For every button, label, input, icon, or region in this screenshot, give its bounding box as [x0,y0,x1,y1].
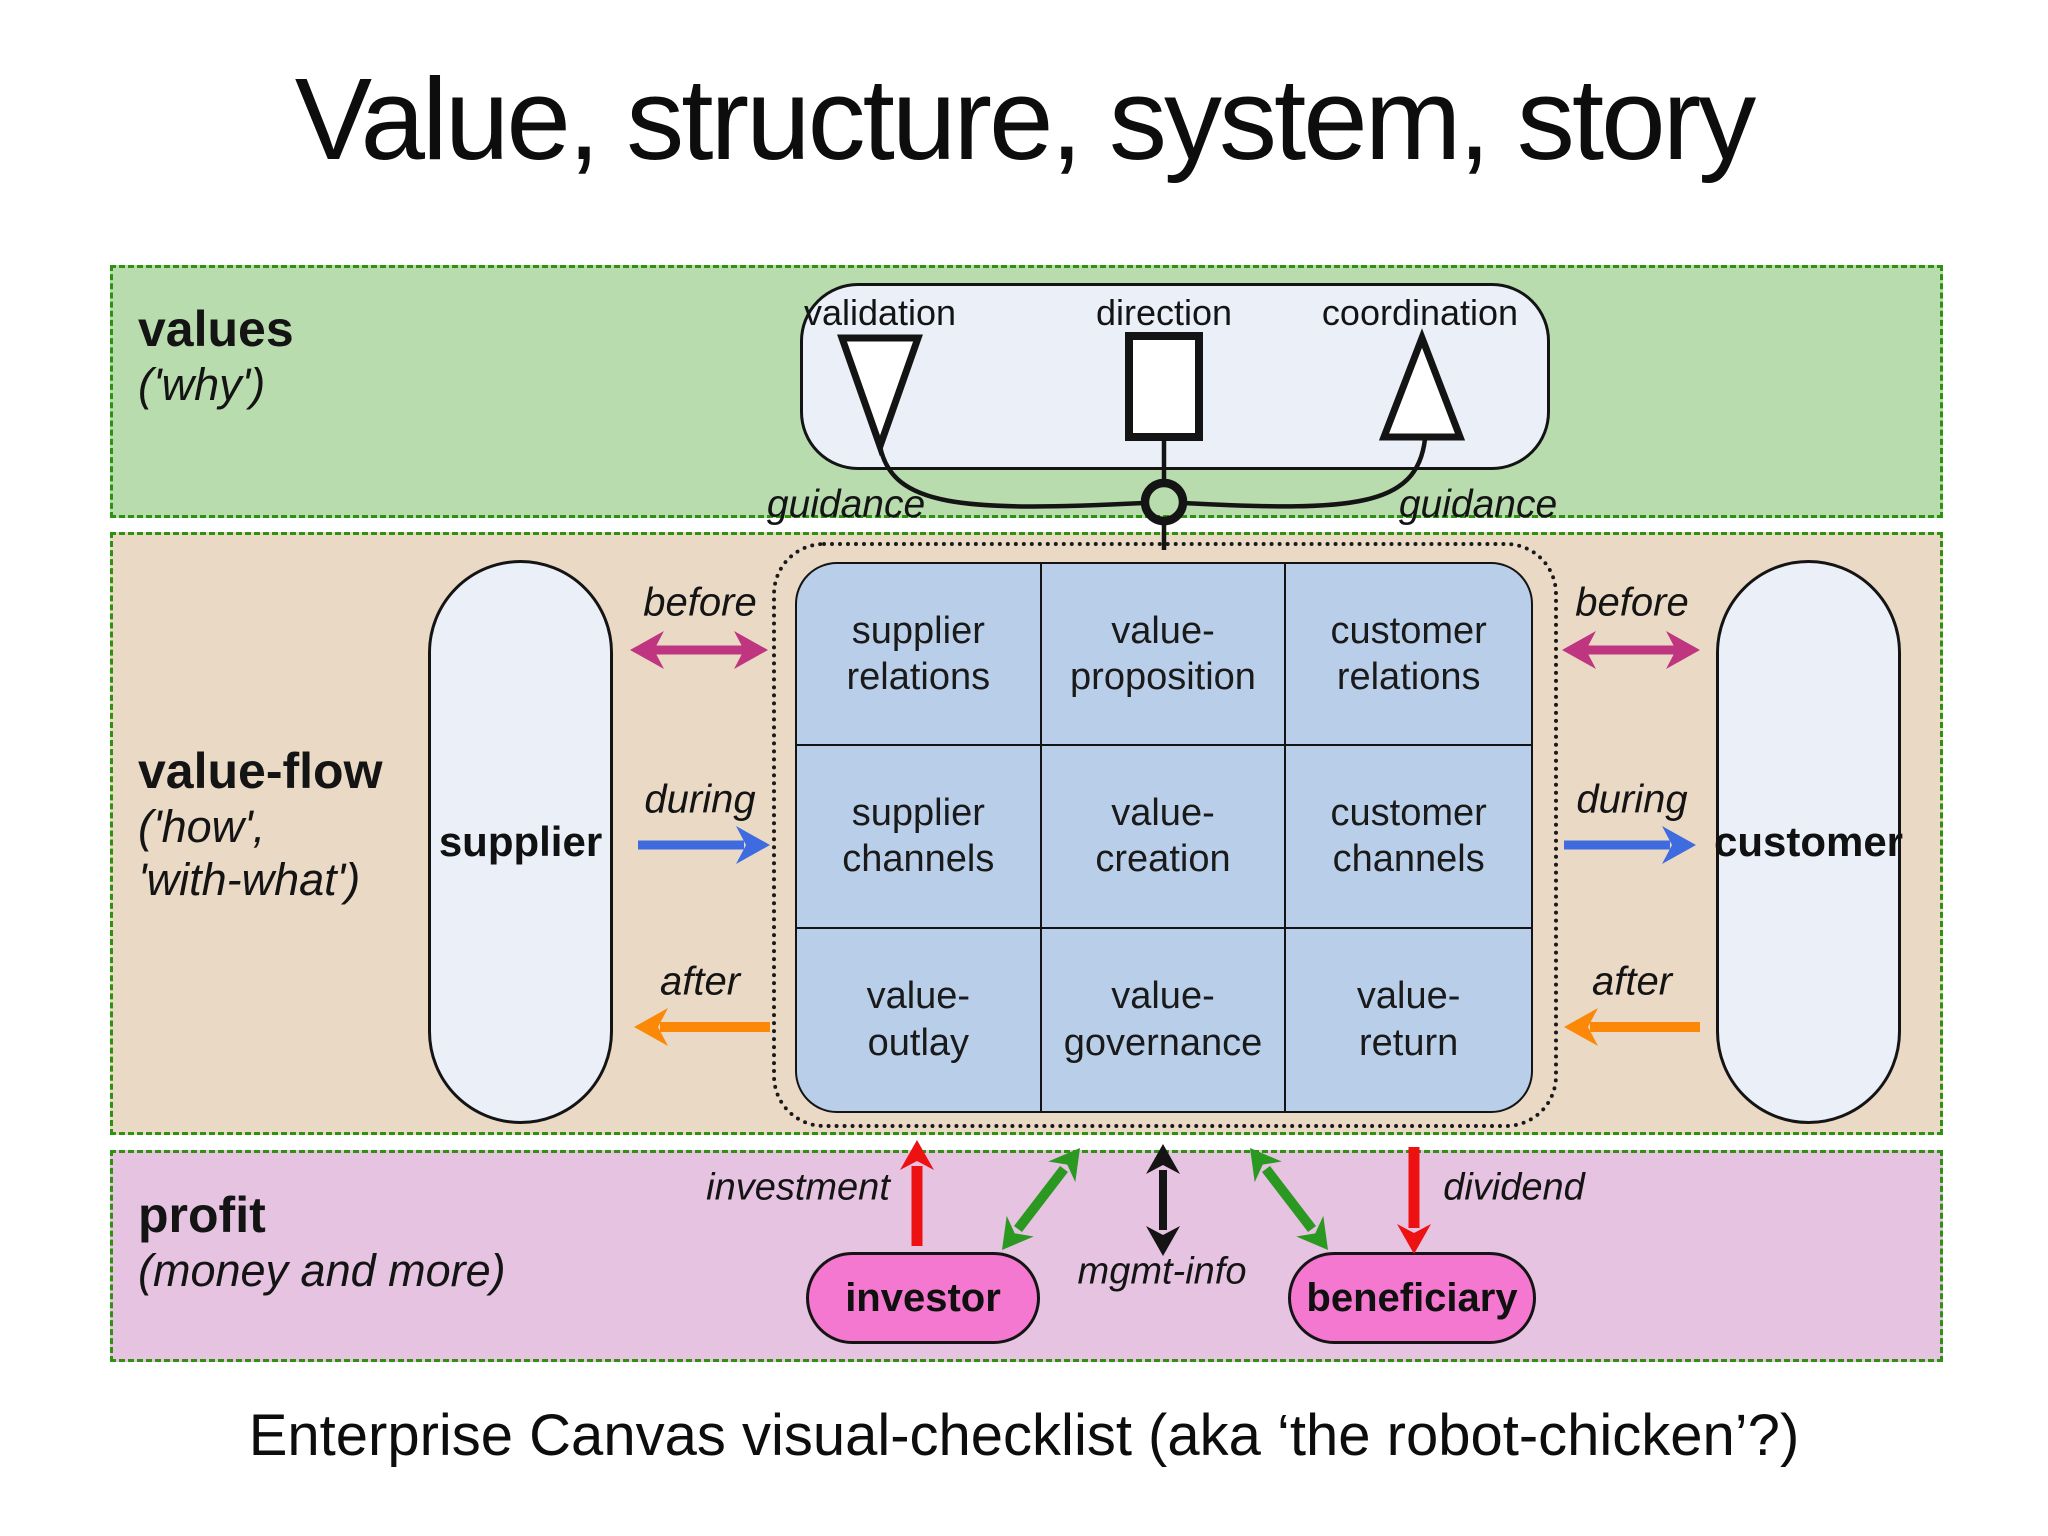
value-flow-band-subtitle-2: 'with-what') [138,854,361,906]
cell-value-governance: value- governance [1042,928,1287,1111]
beneficiary-label: beneficiary [1306,1275,1518,1320]
supplier-box: supplier [428,560,613,1124]
cell-supplier-relations: supplier relations [797,564,1042,747]
coordination-label: coordination [1321,292,1519,333]
during-label-right: during [1576,777,1688,822]
supplier-label: supplier [438,818,603,865]
investor-box: investor [806,1252,1040,1344]
canvas-grid: supplier relations value- proposition cu… [795,562,1533,1113]
cell-value-return: value- return [1356,975,1461,1064]
values-band-title: values [138,301,294,357]
profit-band-title: profit [138,1187,266,1243]
cell-value-outlay: value- outlay [797,928,1042,1111]
cell-customer-channels: customer channels [1286,746,1531,929]
after-label-left: after [659,959,741,1004]
value-flow-band-heading: value-flow ('how', 'with-what') [138,742,382,906]
before-label-right: before [1575,580,1689,625]
guidance-label-right: guidance [1398,483,1558,526]
investment-label: investment [706,1166,890,1209]
slide-caption: Enterprise Canvas visual-checklist (aka … [248,1403,1800,1468]
beneficiary-box: beneficiary [1288,1252,1536,1344]
cell-value-creation: value- creation [1041,746,1287,929]
dividend-label: dividend [1443,1166,1585,1209]
direction-label: direction [1095,292,1233,333]
mgmt-info-label: mgmt-info [1077,1250,1247,1293]
cell-customer-relations: customer relations [1286,564,1531,747]
investor-label: investor [845,1275,1001,1320]
profit-band-subtitle: (money and more) [138,1245,506,1296]
before-label-left: before [643,580,757,625]
customer-label: customer [1713,818,1904,865]
profit-band-heading: profit (money and more) [138,1186,506,1297]
cell-value-proposition: value- proposition [1041,564,1287,747]
value-flow-band-title: value-flow [138,743,383,799]
after-label-right: after [1591,959,1673,1004]
values-band-heading: values ('why') [138,300,294,411]
validation-label: validation [803,292,957,333]
customer-box: customer [1713,560,1904,1124]
guidance-label-left: guidance [766,483,926,526]
slide-title: Value, structure, system, story [294,54,1756,184]
cell-supplier-channels: supplier channels [797,746,1042,929]
value-flow-band-subtitle-1: ('how', [138,801,266,852]
during-label-left: during [644,777,756,822]
values-band-subtitle: ('why') [138,359,266,410]
